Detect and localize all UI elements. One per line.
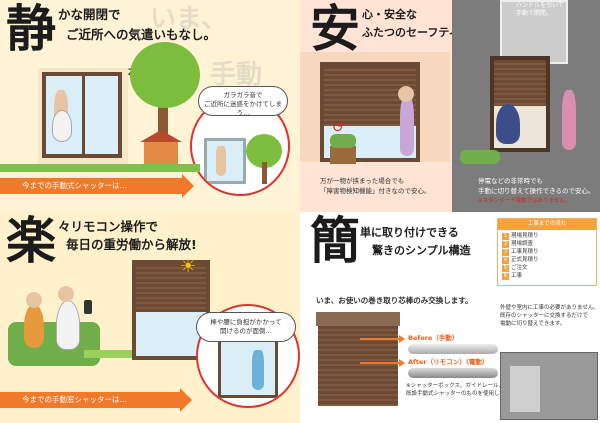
person-head <box>58 286 74 302</box>
kanji-easy: 楽 <box>6 212 56 270</box>
tree-trunk <box>158 96 168 156</box>
steps-title: 工事までの流れ <box>498 219 596 230</box>
note-right-line-2: 手動に切り替えて操作できるので安心。 <box>478 187 595 195</box>
headline-line-1: かな開閉で <box>58 7 121 22</box>
shutter-box <box>316 312 400 326</box>
photo-caption: ハンドルを引いて 手動で開閉。 <box>516 2 564 17</box>
person-clothes <box>52 110 72 142</box>
bush <box>460 150 500 164</box>
zoom-window <box>218 336 278 398</box>
note-left-line-1: 万が一物が挟まった場合でも <box>320 177 405 185</box>
label-before: Before（手動） <box>408 334 459 342</box>
planter <box>330 146 356 164</box>
panel-easy: 楽 々リモコン操作で 毎日の重労働から解放! ☀ 棒や腰に負担がかかって 開ける… <box>0 212 300 423</box>
remote-icon <box>84 300 92 314</box>
panel-quiet: いま、 手動 静 かな開閉で ご近所への気遣いもなし。 Z z ガラガラ音で ご… <box>0 0 300 212</box>
zoom-person <box>216 146 226 176</box>
headline-line-1: 々リモコン操作で <box>58 219 159 234</box>
plant <box>330 134 356 148</box>
person-woman <box>24 304 44 348</box>
kanji-simple: 簡 <box>310 212 360 270</box>
old-axle <box>408 344 498 354</box>
window-frame <box>82 72 85 158</box>
headline-line-2: ご近所への気遣いもなし。 <box>66 27 217 42</box>
sun-icon: ☀ <box>180 256 197 277</box>
headline-line-1: 心・安全な <box>362 8 417 21</box>
headline-line-2: 驚きのシンプル構造 <box>372 244 471 257</box>
arrow-before <box>360 335 405 343</box>
person-head <box>398 86 414 102</box>
banner-old-shutter: 今までの手動窓シャッターは… <box>0 388 192 412</box>
headline-line-1: 単に取り付けできる <box>360 226 459 239</box>
background-text: いま、 <box>150 4 227 34</box>
lead-text: いま、お使いの巻き取り芯棒のみ交換します。 <box>316 296 473 305</box>
person-woman-2 <box>562 90 576 150</box>
install-photo-detail <box>510 366 540 412</box>
banner-old-shutter: 今までの手動式シャッターは… <box>0 174 194 198</box>
alert-icon: ↺ <box>332 120 344 136</box>
arrow-after <box>360 359 405 367</box>
shutter-right <box>494 60 546 106</box>
right-note-line-1: 外壁や室内に工事の必要がありません。 <box>500 305 599 311</box>
speech-bubble: 棒や腰に負担がかかって 開けるのが面倒… <box>196 312 296 342</box>
person-man <box>496 104 520 144</box>
note-right-line-3: ※スタンダード電動ではありません。 <box>478 198 571 204</box>
dog-house-roof <box>140 130 182 142</box>
label-after: After（リモコン）（電動） <box>408 358 489 366</box>
caption-line-2: 既設手動式シャッターのものを使用します。 <box>406 391 516 397</box>
motor-axle <box>408 368 498 378</box>
headline-line-2: 毎日の重労働から解放! <box>66 237 197 252</box>
caption-line-1: ※シャッターボックス、ガイドレール、スラットは、 <box>406 383 537 389</box>
kanji-safe: 安 <box>310 0 360 58</box>
dog-house <box>144 140 178 168</box>
right-note-line-2: 既存のシャッターに交換するだけで <box>500 313 589 319</box>
shutter <box>136 264 206 312</box>
person-woman <box>400 96 414 156</box>
panel-safe: 安 心・安全な ふたつのセーフティポイント ↺ 万が一物が挟まった場合でも 「障… <box>300 0 600 212</box>
person-head <box>26 292 42 308</box>
coffee-table <box>84 350 142 358</box>
note-right-line-1: 停電などの非常時でも <box>478 177 543 185</box>
speech-bubble: ガラガラ音で ご近所に迷惑をかけてしまう… <box>198 86 288 117</box>
zoom-person <box>252 350 264 390</box>
background-text: 手動 <box>210 60 263 90</box>
sofa <box>8 322 100 366</box>
handle-photo <box>500 0 568 64</box>
right-note-line-3: 電動に切り替えできます。 <box>500 321 566 327</box>
tree-top <box>130 42 200 108</box>
ground <box>0 164 200 172</box>
zoom-trunk <box>262 162 267 184</box>
person-man <box>56 300 80 350</box>
kanji-quiet: 静 <box>6 0 56 58</box>
note-left-line-2: 「障害物検知機能」付きなので安心。 <box>320 187 431 195</box>
